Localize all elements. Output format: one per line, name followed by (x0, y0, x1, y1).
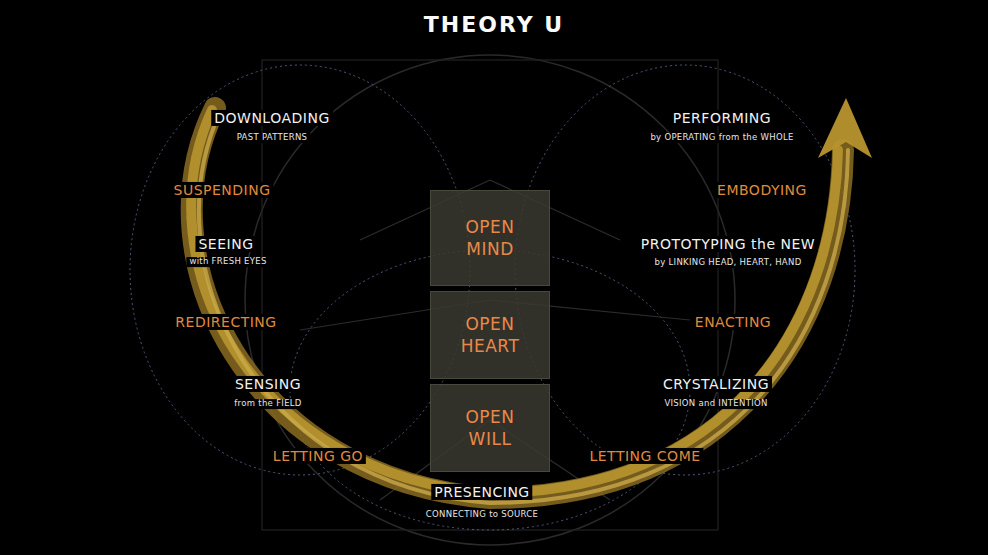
stage-name: PERFORMING (670, 110, 774, 126)
open-box: OPEN MIND (430, 190, 550, 286)
stage-heading: OPEN MIND (452, 216, 528, 260)
stage-subtitle: PAST PATTERNS (234, 133, 311, 143)
stage-subtitle: CONNECTING to SOURCE (423, 510, 541, 520)
transition-name: LETTING GO (270, 448, 366, 464)
transition-name: SUSPENDING (170, 182, 273, 198)
stage-heading: OPEN HEART (452, 313, 528, 357)
stage-subtitle: from the FIELD (231, 399, 304, 409)
transition-name: REDIRECTING (172, 314, 279, 330)
stage-name: PRESENCING (431, 484, 532, 500)
stage-subtitle: with FRESH EYES (186, 257, 269, 267)
open-box: OPEN WILL (430, 384, 550, 472)
stage-name: SEEING (195, 236, 256, 252)
stage-name: SENSING (232, 376, 304, 392)
transition-name: LETTING COME (586, 448, 703, 464)
stage-heading: OPEN WILL (452, 406, 528, 450)
stage-subtitle: by OPERATING from the WHOLE (647, 133, 796, 143)
stage-subtitle: VISION and INTENTION (661, 399, 770, 409)
open-box: OPEN HEART (430, 291, 550, 379)
stage-subtitle: by LINKING HEAD, HEART, HAND (652, 258, 805, 268)
diagram-title: THEORY U (424, 12, 564, 37)
stage-name: CRYSTALIZING (660, 376, 772, 392)
stage-name: DOWNLOADING (211, 110, 333, 126)
transition-name: ENACTING (692, 314, 774, 330)
transition-name: EMBODYING (714, 182, 810, 198)
stage-name: PROTOTYPING the NEW (638, 236, 818, 252)
